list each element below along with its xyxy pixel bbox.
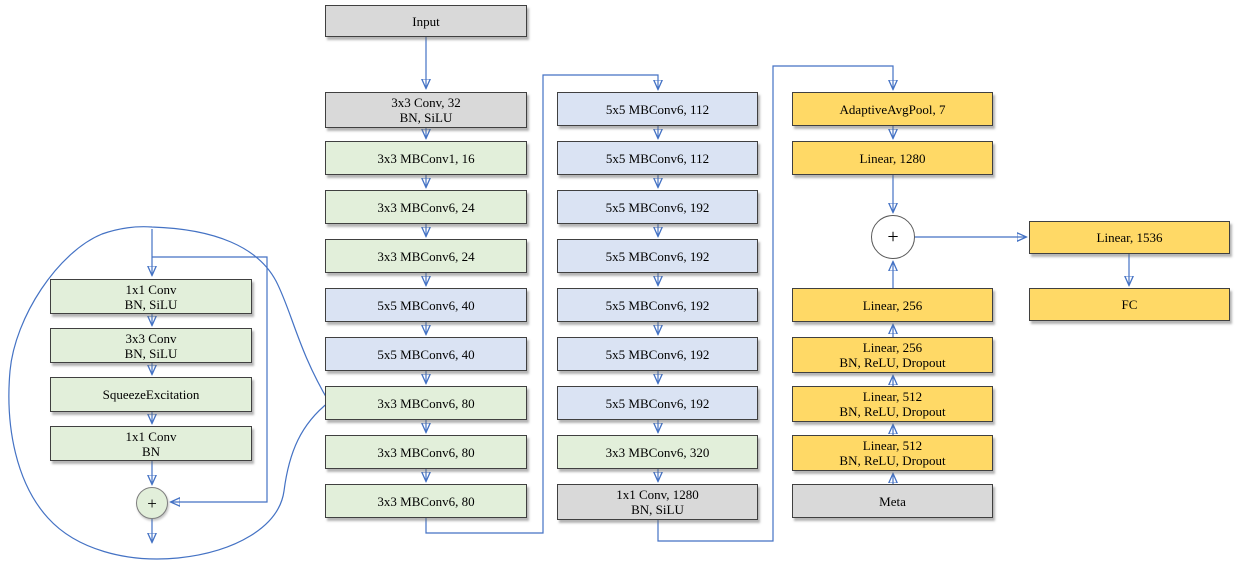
node-mbconv6-192-d: 5x5 MBConv6, 192 (557, 337, 758, 371)
node-input: Input (325, 5, 527, 37)
node-mbconv6-192-b: 5x5 MBConv6, 192 (557, 239, 758, 273)
node-mbconv1-16: 3x3 MBConv1, 16 (325, 141, 527, 175)
node-squeeze-excitation: SqueezeExcitation (50, 377, 252, 412)
node-mbconv6-192-a: 5x5 MBConv6, 192 (557, 190, 758, 224)
node-depthwise-conv-3x3: 3x3 Conv BN, SiLU (50, 328, 252, 363)
node-mbconv6-40-b: 5x5 MBConv6, 40 (325, 337, 527, 371)
node-project-conv-1x1: 1x1 Conv BN (50, 426, 252, 461)
node-mbconv6-192-e: 5x5 MBConv6, 192 (557, 386, 758, 420)
node-mbconv6-24-b: 3x3 MBConv6, 24 (325, 239, 527, 273)
node-adaptive-avgpool: AdaptiveAvgPool, 7 (792, 92, 993, 126)
node-linear-1280: Linear, 1280 (792, 141, 993, 175)
node-mbconv6-112-b: 5x5 MBConv6, 112 (557, 141, 758, 175)
node-linear-512-bn-a: Linear, 512 BN, ReLU, Dropout (792, 386, 993, 422)
node-mbconv6-192-c: 5x5 MBConv6, 192 (557, 288, 758, 322)
node-mbconv6-80-c: 3x3 MBConv6, 80 (325, 484, 527, 518)
node-mbconv6-80-b: 3x3 MBConv6, 80 (325, 435, 527, 469)
node-linear-256: Linear, 256 (792, 288, 993, 322)
node-linear-1536: Linear, 1536 (1029, 221, 1230, 254)
node-expand-conv-1x1: 1x1 Conv BN, SiLU (50, 279, 252, 314)
node-linear-512-bn-b: Linear, 512 BN, ReLU, Dropout (792, 435, 993, 471)
fusion-add-junction: + (871, 215, 915, 259)
node-linear-256-bn: Linear, 256 BN, ReLU, Dropout (792, 337, 993, 373)
node-fc-output: FC (1029, 288, 1230, 321)
node-mbconv6-112-a: 5x5 MBConv6, 112 (557, 92, 758, 126)
node-stem-conv-32: 3x3 Conv, 32 BN, SiLU (325, 92, 527, 128)
node-mbconv6-80-a: 3x3 MBConv6, 80 (325, 386, 527, 420)
residual-add-junction: + (136, 487, 168, 519)
node-head-conv-1280: 1x1 Conv, 1280 BN, SiLU (557, 484, 758, 520)
node-mbconv6-24-a: 3x3 MBConv6, 24 (325, 190, 527, 224)
node-mbconv6-320: 3x3 MBConv6, 320 (557, 435, 758, 469)
node-mbconv6-40-a: 5x5 MBConv6, 40 (325, 288, 527, 322)
node-meta-input: Meta (792, 484, 993, 518)
